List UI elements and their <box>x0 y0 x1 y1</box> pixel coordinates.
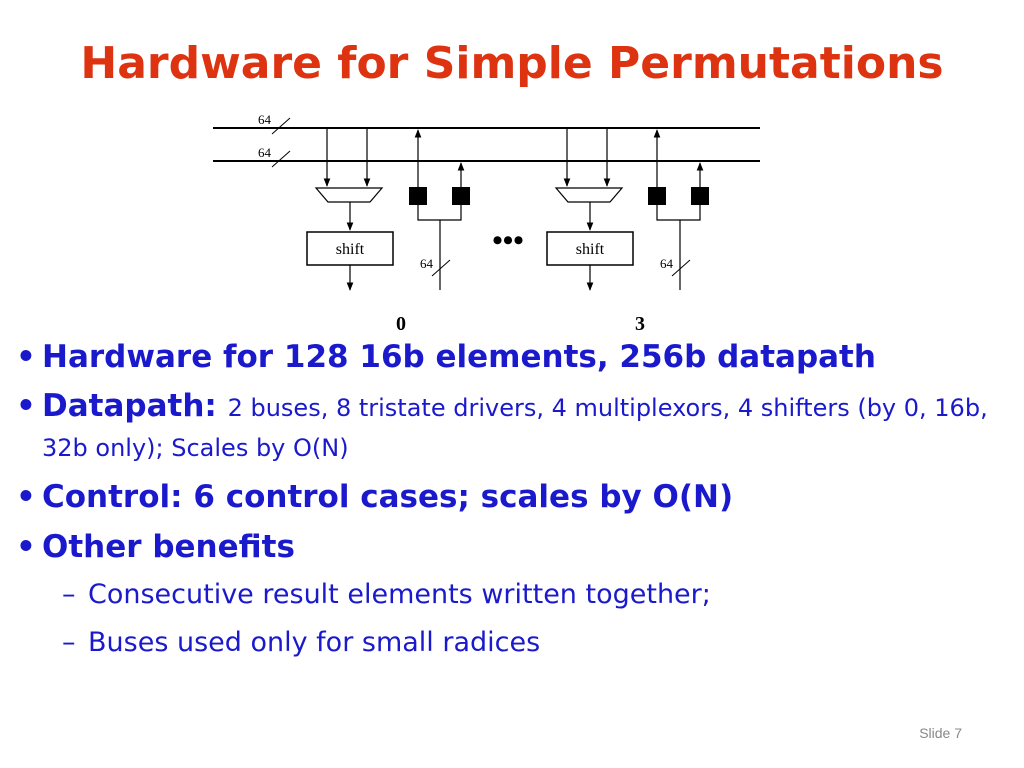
lane-3: shift 64 3 <box>546 128 709 335</box>
sub-bullet-marker: – <box>62 627 76 658</box>
lane-label-3: 3 <box>635 313 645 335</box>
lane-label-0: 0 <box>396 313 406 335</box>
bullet-list: • Hardware for 128 16b elements, 256b da… <box>16 337 1016 673</box>
bullet-item: • Other benefits <box>16 527 1016 567</box>
tristate-driver <box>452 187 470 205</box>
output-width-label: 64 <box>420 256 434 271</box>
shifter-label: shift <box>336 241 365 258</box>
shifter-label: shift <box>576 241 605 258</box>
permutation-hardware-diagram: 64 64 shift 64 0 ••• shift <box>213 112 760 335</box>
tristate-driver <box>691 187 709 205</box>
sub-bullet-marker: – <box>62 579 76 610</box>
tristate-driver <box>648 187 666 205</box>
bullet-marker: • <box>16 339 36 375</box>
bullet-text: Hardware for 128 16b elements, 256b data… <box>42 339 876 375</box>
bullet-item: • Hardware for 128 16b elements, 256b da… <box>16 337 1016 377</box>
sub-bullet-item: – Buses used only for small radices <box>16 625 1016 661</box>
bullet-lead: Datapath: <box>42 388 228 424</box>
ellipsis: ••• <box>492 224 524 257</box>
sub-bullet-text: Consecutive result elements written toge… <box>88 579 711 610</box>
bullet-marker: • <box>16 479 36 515</box>
bullet-text: Other benefits <box>42 529 295 565</box>
shifter-box <box>546 231 634 266</box>
bullet-marker: • <box>16 529 36 565</box>
bullet-text: Control: 6 control cases; scales by O(N) <box>42 479 734 515</box>
slide-number: Slide 7 <box>919 725 962 741</box>
lane-0: shift 64 0 <box>306 128 470 335</box>
output-width-label: 64 <box>660 256 674 271</box>
tristate-driver <box>409 187 427 205</box>
bullet-marker: • <box>16 388 36 424</box>
multiplexor <box>554 187 624 203</box>
shifter-box <box>306 231 394 266</box>
multiplexor <box>314 187 384 203</box>
bullet-item: • Datapath: 2 buses, 8 tristate drivers,… <box>16 387 1016 467</box>
slide-title: Hardware for Simple Permutations <box>80 38 944 89</box>
sub-bullet-text: Buses used only for small radices <box>88 627 541 658</box>
bus-width-label: 64 <box>258 112 272 127</box>
bullet-detail: 2 buses, 8 tristate drivers, 4 multiplex… <box>42 394 988 462</box>
bus-width-label: 64 <box>258 145 272 160</box>
sub-bullet-item: – Consecutive result elements written to… <box>16 577 1016 613</box>
bullet-item: • Control: 6 control cases; scales by O(… <box>16 477 1016 517</box>
